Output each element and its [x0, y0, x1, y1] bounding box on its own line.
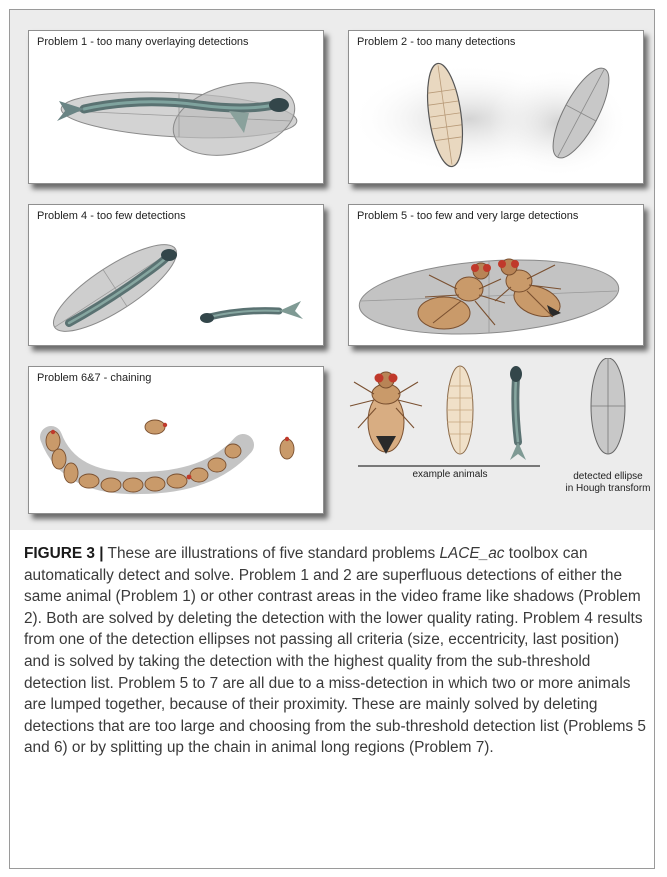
figure-caption: FIGURE 3 | These are illustrations of fi…: [24, 543, 648, 759]
toolbox-name: LACE_ac: [439, 545, 504, 562]
panel-problem-5: Problem 5 - too few and very large detec…: [348, 204, 644, 346]
missing-detection-illustration: [29, 205, 323, 345]
example-animals-label: example animals: [380, 469, 520, 481]
example-fly: [350, 372, 422, 454]
example-animals-legend: example animals detected ellipse in Houg…: [340, 358, 660, 528]
caption-text-after: toolbox can automatically detect and sol…: [24, 545, 646, 756]
example-fish: [510, 366, 526, 460]
panel-problem-2: Problem 2 - too many detections: [348, 30, 644, 184]
chaining-illustration: [29, 367, 323, 513]
caption-text-before: These are illustrations of five standard…: [104, 545, 440, 562]
large-detection-illustration: [349, 205, 643, 345]
hough-ellipse-label-line2: in Hough transform: [560, 483, 656, 495]
panel-problem-6-7: Problem 6&7 - chaining: [28, 366, 324, 514]
hough-ellipse-label: detected ellipse in Hough transform: [560, 471, 656, 495]
example-larva: [447, 366, 473, 454]
hough-ellipse: [591, 358, 625, 454]
hough-ellipse-label-line1: detected ellipse: [560, 471, 656, 483]
figure-frame: Problem 1 - too many overlaying detectio…: [9, 9, 655, 869]
figure-label: FIGURE 3 |: [24, 545, 104, 562]
panel-problem-4: Problem 4 - too few detections: [28, 204, 324, 346]
panel-problem-1: Problem 1 - too many overlaying detectio…: [28, 30, 324, 184]
overlapping-detections-illustration: [29, 31, 323, 183]
extra-detections-illustration: [349, 31, 643, 183]
figure-illustration: Problem 1 - too many overlaying detectio…: [10, 10, 654, 530]
example-animals-illustration: [340, 358, 660, 528]
